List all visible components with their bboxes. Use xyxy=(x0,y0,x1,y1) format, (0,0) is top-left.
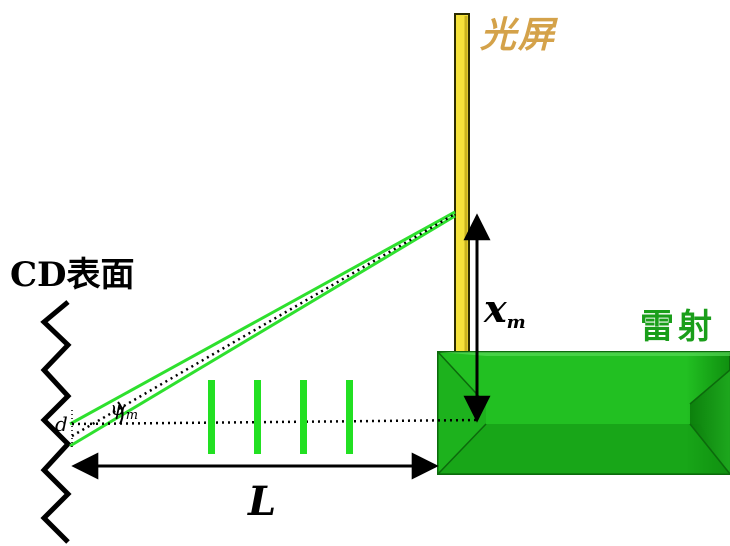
diffracted-beam-upper xyxy=(69,210,456,426)
laser-body xyxy=(437,351,730,475)
spacing-label: d xyxy=(55,412,68,436)
xm-main: x xyxy=(484,286,507,331)
cd-surface-zigzag xyxy=(40,300,72,544)
angle-arc xyxy=(117,401,124,425)
xm-subscript: m xyxy=(506,312,526,333)
distance-label: L xyxy=(248,478,277,525)
cd-surface-label: CD表面 xyxy=(10,255,135,295)
diffracted-beam-lower xyxy=(69,214,456,448)
laser-label: 雷射 xyxy=(640,307,716,347)
interference-fringes xyxy=(208,380,353,454)
fringe xyxy=(346,380,353,454)
angle-main: ψ xyxy=(110,396,126,420)
central-ray-dotted xyxy=(71,212,456,438)
angle-subscript: m xyxy=(125,408,139,423)
angle-label: ψm xyxy=(110,396,138,422)
incident-ray-dotted xyxy=(71,418,479,426)
fringe xyxy=(208,380,215,454)
screen-label: 光屏 xyxy=(480,15,557,56)
xm-label: xm xyxy=(484,290,526,332)
fringe xyxy=(254,380,261,454)
fringe xyxy=(300,380,307,454)
